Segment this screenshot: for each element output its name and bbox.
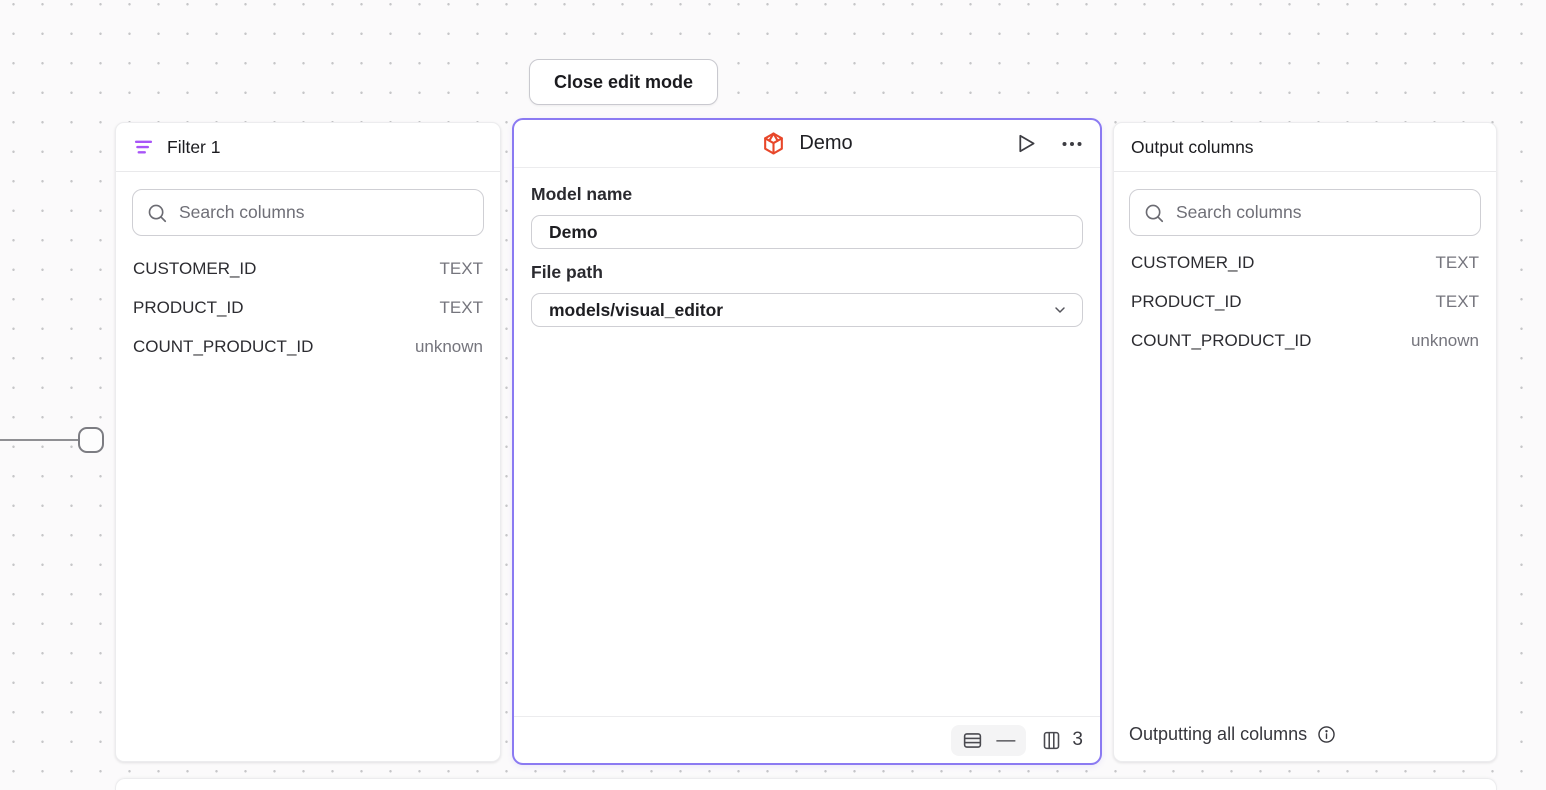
filter-column-list: CUSTOMER_ID TEXT PRODUCT_ID TEXT COUNT_P…	[116, 249, 500, 366]
column-name: COUNT_PRODUCT_ID	[133, 336, 314, 356]
connector-edge	[0, 439, 80, 441]
model-actions	[1013, 120, 1084, 167]
model-footer: — 3	[514, 716, 1100, 763]
column-row[interactable]: CUSTOMER_ID TEXT	[1114, 243, 1496, 282]
search-icon	[146, 202, 168, 224]
table-columns-icon	[1041, 730, 1062, 751]
filter-search-input[interactable]	[179, 202, 470, 223]
file-path-label: File path	[531, 262, 603, 282]
column-name: PRODUCT_ID	[1131, 291, 1242, 311]
column-name: COUNT_PRODUCT_ID	[1131, 330, 1312, 350]
output-footer-text: Outputting all columns	[1129, 723, 1308, 744]
file-path-value: models/visual_editor	[549, 299, 724, 320]
info-icon[interactable]	[1316, 724, 1337, 745]
model-panel-header: Demo	[514, 120, 1100, 168]
column-row[interactable]: COUNT_PRODUCT_ID unknown	[116, 327, 500, 366]
output-column-list: CUSTOMER_ID TEXT PRODUCT_ID TEXT COUNT_P…	[1114, 243, 1496, 360]
bottom-panel	[115, 778, 1497, 790]
model-name-label: Model name	[531, 184, 633, 204]
output-footer: Outputting all columns	[1114, 715, 1496, 761]
output-search-box[interactable]	[1129, 189, 1481, 236]
model-panel: Demo Model name File path models/visual_…	[512, 118, 1102, 765]
more-options-button[interactable]	[1060, 132, 1084, 156]
column-name: CUSTOMER_ID	[133, 258, 257, 278]
model-form: Model name File path models/visual_edito…	[514, 168, 1100, 327]
column-type: TEXT	[1435, 252, 1479, 272]
column-count-value: 3	[1072, 729, 1083, 750]
column-type: TEXT	[439, 258, 483, 278]
output-panel-header: Output columns	[1114, 123, 1496, 172]
column-count-indicator[interactable]: 3	[1041, 729, 1083, 751]
model-panel-title: Demo	[799, 132, 853, 154]
chevron-down-icon	[1052, 302, 1068, 318]
column-row[interactable]: CUSTOMER_ID TEXT	[116, 249, 500, 288]
run-model-button[interactable]	[1013, 131, 1038, 156]
column-row[interactable]: COUNT_PRODUCT_ID unknown	[1114, 321, 1496, 360]
column-row[interactable]: PRODUCT_ID TEXT	[1114, 282, 1496, 321]
column-row[interactable]: PRODUCT_ID TEXT	[116, 288, 500, 327]
filter-icon	[133, 137, 154, 158]
output-panel: Output columns CUSTOMER_ID TEXT PRODUCT_…	[1113, 122, 1497, 762]
cube-icon	[761, 131, 786, 156]
close-edit-mode-button[interactable]: Close edit mode	[529, 59, 719, 105]
row-count-value: —	[996, 729, 1016, 751]
filter-panel-header: Filter 1	[116, 123, 500, 172]
column-type: unknown	[1410, 330, 1479, 350]
search-icon	[1143, 202, 1165, 224]
model-name-field[interactable]	[531, 215, 1083, 249]
column-type: TEXT	[439, 297, 483, 317]
column-name: PRODUCT_ID	[133, 297, 244, 317]
row-count-indicator[interactable]: —	[951, 724, 1027, 756]
filter-panel-title: Filter 1	[167, 136, 221, 157]
filter-search-box[interactable]	[132, 189, 484, 236]
output-panel-title: Output columns	[1131, 136, 1254, 157]
model-name-input[interactable]	[549, 221, 1065, 243]
connection-handle[interactable]	[78, 427, 104, 453]
output-search-input[interactable]	[1176, 202, 1467, 223]
filter-panel: Filter 1 CUSTOMER_ID TEXT PRODUCT_ID TEX…	[115, 122, 501, 762]
file-path-select[interactable]: models/visual_editor	[531, 293, 1083, 327]
column-type: unknown	[414, 336, 483, 356]
table-rows-icon	[962, 730, 983, 751]
column-type: TEXT	[1435, 291, 1479, 311]
column-name: CUSTOMER_ID	[1131, 252, 1255, 272]
